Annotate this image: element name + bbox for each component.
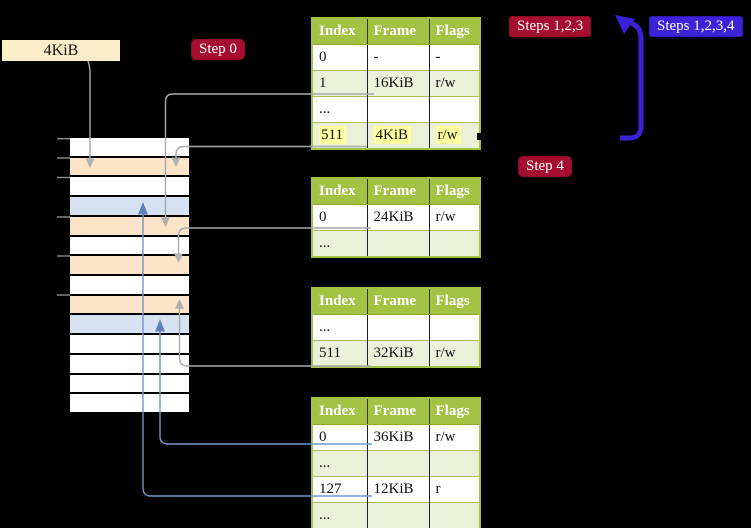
- column-header-flags: Flags: [429, 398, 480, 425]
- memory-frame-row-white: [70, 138, 189, 158]
- table-row: ...: [312, 314, 480, 341]
- table-row: 0 24KiB r/w: [312, 204, 480, 231]
- column-header-frame: Frame: [367, 398, 430, 425]
- cell-flags: [429, 314, 480, 341]
- cell-flags: r/w: [429, 122, 480, 149]
- memory-frame-row-white: [70, 374, 189, 395]
- memory-tick-marks: [57, 137, 70, 296]
- memory-frame-row-blue: [70, 197, 189, 217]
- table-row: 0 36KiB r/w: [312, 424, 480, 451]
- table-row-highlighted: 511 4KiB r/w: [312, 122, 480, 149]
- table-row: 511 32KiB r/w: [312, 340, 480, 367]
- step4-badge: Step 4: [518, 156, 572, 177]
- loop-arrowhead-up-left: [615, 15, 635, 34]
- cell-frame: -: [367, 44, 430, 71]
- memory-frame-row-wheat: [70, 295, 189, 316]
- table-header-row: Index Frame Flags: [312, 18, 480, 45]
- column-header-index: Index: [312, 398, 368, 425]
- memory-stack: [70, 138, 189, 413]
- cell-index: ...: [312, 230, 368, 257]
- memory-frame-row-white: [70, 354, 189, 375]
- column-header-index: Index: [312, 288, 368, 315]
- cell-index: 0: [312, 204, 368, 231]
- cell-flags: [429, 230, 480, 257]
- column-header-flags: Flags: [429, 178, 480, 205]
- page-table-3: Index Frame Flags ... 511 32KiB r/w: [311, 287, 481, 368]
- table-row: ...: [312, 502, 480, 528]
- step0-badge: Step 0: [191, 39, 245, 60]
- table-row: 1 16KiB r/w: [312, 70, 480, 97]
- cell-index: 0: [312, 424, 368, 451]
- cell-flags: r/w: [429, 424, 480, 451]
- page-table-4: Index Frame Flags 0 36KiB r/w ... 127 12…: [311, 397, 481, 528]
- cell-index: 511: [312, 340, 368, 367]
- cell-frame: [367, 450, 430, 477]
- cell-frame: 12KiB: [367, 476, 430, 503]
- table-header-row: Index Frame Flags: [312, 178, 480, 205]
- column-header-frame: Frame: [367, 178, 430, 205]
- column-header-index: Index: [312, 178, 368, 205]
- cell-frame: 4KiB: [367, 122, 430, 149]
- cell-flags: r/w: [429, 70, 480, 97]
- cell-index: ...: [312, 450, 368, 477]
- column-header-index: Index: [312, 18, 368, 45]
- highlighted-value: 511: [319, 126, 346, 144]
- cell-flags: r/w: [429, 340, 480, 367]
- cell-index: ...: [312, 314, 368, 341]
- cell-frame: 24KiB: [367, 204, 430, 231]
- memory-frame-row-blue: [70, 315, 189, 336]
- cell-flags: r: [429, 476, 480, 503]
- cell-index: ...: [312, 502, 368, 528]
- memory-frame-row-white: [70, 236, 189, 257]
- cell-flags: [429, 96, 480, 123]
- frame-size-label: 4KiB: [2, 40, 120, 61]
- memory-frame-row-white: [70, 335, 189, 355]
- memory-frame-row-wheat: [70, 157, 189, 178]
- memory-frame-row-white: [70, 394, 189, 413]
- table-header-row: Index Frame Flags: [312, 398, 480, 425]
- cell-flags: [429, 502, 480, 528]
- cell-frame: 32KiB: [367, 340, 430, 367]
- cell-flags: -: [429, 44, 480, 71]
- cell-index: 0: [312, 44, 368, 71]
- cell-index: ...: [312, 96, 368, 123]
- highlighted-value: 4KiB: [373, 126, 412, 144]
- cell-index: 511: [312, 122, 368, 149]
- table-row: 127 12KiB r: [312, 476, 480, 503]
- memory-frame-row-white: [70, 177, 189, 198]
- cell-frame: [367, 314, 430, 341]
- table-header-row: Index Frame Flags: [312, 288, 480, 315]
- column-header-flags: Flags: [429, 288, 480, 315]
- cell-frame: [367, 96, 430, 123]
- cell-flags: r/w: [429, 204, 480, 231]
- highlighted-value: r/w: [435, 126, 461, 144]
- steps-1234-badge: Steps 1,2,3,4: [649, 16, 743, 37]
- cell-frame: 36KiB: [367, 424, 430, 451]
- page-table-2: Index Frame Flags 0 24KiB r/w ...: [311, 177, 481, 258]
- table-row: 0 - -: [312, 44, 480, 71]
- column-header-flags: Flags: [429, 18, 480, 45]
- table-row: ...: [312, 450, 480, 477]
- loop-arrow-steps: [620, 20, 644, 141]
- cell-frame: [367, 502, 430, 528]
- cell-frame: 16KiB: [367, 70, 430, 97]
- steps-123-badge: Steps 1,2,3: [509, 16, 592, 37]
- column-header-frame: Frame: [367, 18, 430, 45]
- table-row: ...: [312, 96, 480, 123]
- cell-flags: [429, 450, 480, 477]
- cell-frame: [367, 230, 430, 257]
- memory-frame-row-wheat: [70, 216, 189, 237]
- table-row: ...: [312, 230, 480, 257]
- column-header-frame: Frame: [367, 288, 430, 315]
- page-table-1: Index Frame Flags 0 - - 1 16KiB r/w ... …: [311, 17, 481, 150]
- memory-frame-row-white: [70, 276, 189, 296]
- cell-index: 127: [312, 476, 368, 503]
- cell-index: 1: [312, 70, 368, 97]
- memory-frame-row-wheat: [70, 256, 189, 277]
